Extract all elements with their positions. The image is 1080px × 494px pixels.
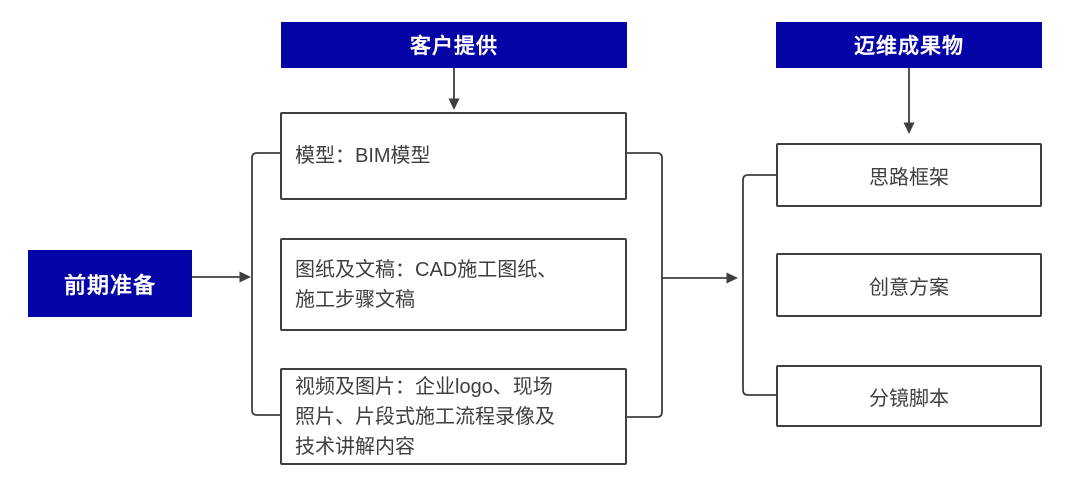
box-model-text: 模型：BIM模型 [295,145,431,167]
box-idea-framework-text: 思路框架 [869,166,949,189]
header-deliverables: 迈维成果物 [776,22,1042,68]
header-preparation-label: 前期准备 [63,272,156,298]
box-idea-framework: 思路框架 [776,143,1042,207]
box-drawings-documents: 图纸及文稿：CAD施工图纸、 施工步骤文稿 [280,238,627,331]
header-customer-provides: 客户提供 [281,22,627,68]
arrowhead-customer-down [448,98,460,110]
header-preparation: 前期准备 [28,250,192,317]
arrowhead-deliverable-down [903,122,915,134]
right-split-bracket [742,174,776,396]
left-bracket [251,152,280,416]
middle-merge-bracket [627,152,663,418]
arrowhead-preparation-right [239,271,251,283]
arrowhead-merge-right [726,272,738,284]
header-customer-label: 客户提供 [410,35,498,58]
box-creative-plan-text: 创意方案 [869,276,949,299]
box-videos-images: 视频及图片：企业logo、现场 照片、片段式施工流程录像及 技术讲解内容 [280,368,627,465]
box-drawings-documents-text: 图纸及文稿：CAD施工图纸、 施工步骤文稿 [295,258,558,311]
box-videos-images-text: 视频及图片：企业logo、现场 照片、片段式施工流程录像及 技术讲解内容 [295,375,555,458]
box-creative-plan: 创意方案 [776,253,1042,317]
box-storyboard-text: 分镜脚本 [869,387,949,410]
box-storyboard: 分镜脚本 [776,365,1042,427]
header-deliverables-label: 迈维成果物 [854,35,964,58]
box-model: 模型：BIM模型 [280,112,627,200]
